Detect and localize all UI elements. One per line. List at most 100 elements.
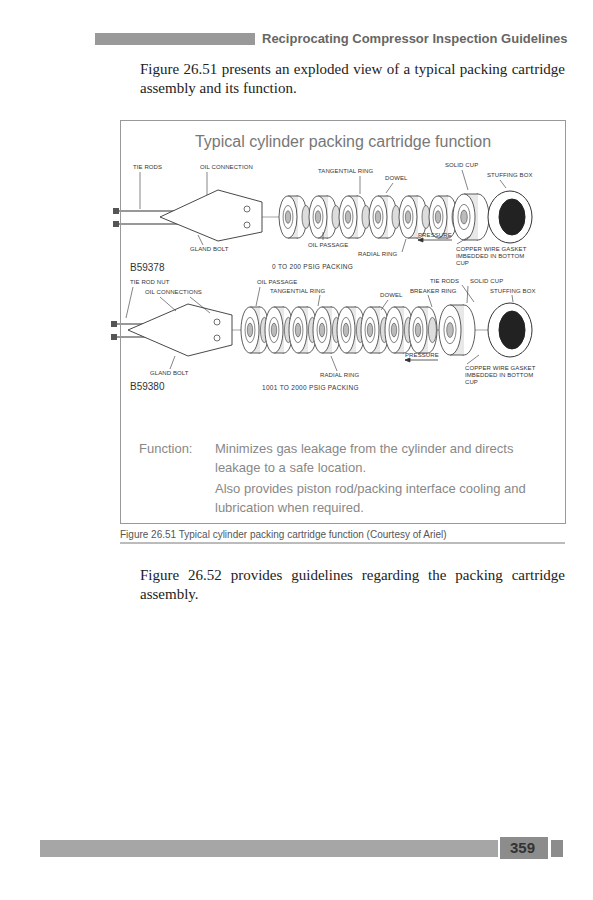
packing-cup-bore <box>367 323 372 337</box>
page-number: 359 <box>510 839 535 856</box>
packing-cup-ring <box>245 317 255 342</box>
part-label: DOWEL <box>380 292 403 299</box>
part-label: STUFFING BOX <box>490 288 536 295</box>
packing-cup-face <box>409 307 427 353</box>
stuffing-box <box>488 303 532 357</box>
packing-cup-face <box>339 196 357 238</box>
packing-ring <box>428 317 436 342</box>
solid-cup-ring <box>458 204 470 229</box>
tie-rod-nut <box>113 221 119 227</box>
packing-cup-face <box>313 307 331 353</box>
drawing-number: B59380 <box>130 381 164 392</box>
part-label: SOLID CUP <box>470 278 503 285</box>
part-label: TIE RODS <box>430 278 459 285</box>
packing-cup-face <box>361 307 379 353</box>
stuffing-box-bore <box>499 199 525 235</box>
solid-cup <box>439 305 475 355</box>
part-label: TIE ROD NUT <box>130 279 169 286</box>
packing-cup-face <box>265 307 283 353</box>
packing-cup-bore <box>375 211 380 224</box>
gland-bolt-hole <box>244 222 250 228</box>
body-text: Figure 26.51 presents an exploded view o… <box>140 60 565 98</box>
caption-rule <box>120 543 565 544</box>
part-label: COPPER WIRE GASKET IMBEDDED IN BOTTOM CU… <box>465 365 543 386</box>
function-text: Also provides piston rod/packing interfa… <box>215 479 555 517</box>
packing-cup-face <box>399 196 417 238</box>
packing-parts <box>111 190 532 357</box>
drawing-subtitle: 0 TO 200 PSIG PACKING <box>272 263 353 270</box>
leader-lines <box>126 170 513 371</box>
gland-bolt-hole <box>214 319 220 325</box>
gland-bolt-hole <box>214 335 220 341</box>
part-label: RADIAL RING <box>358 251 397 258</box>
packing-cup-bore <box>285 211 290 224</box>
packing-cup-bore <box>315 211 320 224</box>
part-label: OIL PASSAGE <box>257 279 297 286</box>
packing-cup-ring <box>313 205 323 228</box>
drawing-number: B59378 <box>130 262 164 273</box>
packing-cup-bore <box>415 323 420 337</box>
packing-cup-ring <box>317 317 327 342</box>
packing-cup-face <box>289 307 307 353</box>
stuffing-box-outer <box>488 191 532 243</box>
function-text: Minimizes gas leakage from the cylinder … <box>215 439 555 477</box>
page-number-block <box>500 837 548 859</box>
footer-bar <box>40 840 498 857</box>
packing-cup-ring <box>413 317 423 342</box>
part-label: BREAKER RING <box>410 288 457 295</box>
packing-cup-face <box>309 196 327 238</box>
packing-cup-bore <box>271 323 276 337</box>
packing-cup-face <box>241 307 259 353</box>
header-bar <box>95 33 255 45</box>
solid-cup-bore <box>447 323 454 338</box>
packing-cup-face <box>429 196 447 238</box>
part-label: RADIAL RING <box>320 372 359 379</box>
gland-bolt-hole <box>244 206 250 212</box>
part-label: OIL CONNECTION <box>200 164 253 171</box>
footer-block <box>551 840 563 857</box>
stuffing-box-bore <box>499 311 525 349</box>
tie-rod-nut <box>111 321 117 327</box>
figure-title: Typical cylinder packing cartridge funct… <box>121 133 565 151</box>
packing-cup-bore <box>345 211 350 224</box>
packing-cup-ring <box>365 317 375 342</box>
solid-cup-ring <box>444 316 456 344</box>
packing-cup-ring <box>341 317 351 342</box>
packing-cup-bore <box>319 323 324 337</box>
packing-cup-face <box>337 307 355 353</box>
tie-rod-nut <box>113 208 119 214</box>
part-label: OIL PASSAGE <box>308 242 348 249</box>
packing-cup-bore <box>247 323 252 337</box>
solid-cup-bore <box>461 210 468 224</box>
drawing-subtitle: 1001 TO 2000 PSIG PACKING <box>262 384 359 391</box>
solid-cup-face <box>453 194 475 240</box>
gland <box>128 304 232 356</box>
body-text: Figure 26.52 provides guidelines regardi… <box>140 566 565 604</box>
packing-cup-ring <box>283 205 293 228</box>
part-label: DOWEL <box>385 175 408 182</box>
pressure-arrows <box>405 238 452 362</box>
part-label: GLAND BOLT <box>190 246 229 253</box>
packing-cup-bore <box>405 211 410 224</box>
part-label: GLAND BOLT <box>150 370 189 377</box>
packing-cup-ring <box>403 205 413 228</box>
gland <box>160 190 262 241</box>
part-label: TIE RODS <box>133 164 162 171</box>
packing-cup-bore <box>391 323 396 337</box>
packing-cup-bore <box>343 323 348 337</box>
packing-cup-face <box>385 307 403 353</box>
packing-cup-face <box>369 196 387 238</box>
part-label: COPPER WIRE GASKET IMBEDDED IN BOTTOM CU… <box>456 246 534 267</box>
packing-cup-ring <box>343 205 353 228</box>
part-label: SOLID CUP <box>445 162 478 169</box>
solid-cup-face <box>439 305 461 355</box>
part-label: TANGENTIAL RING <box>270 288 325 295</box>
tie-rod-nut <box>111 334 117 340</box>
function-heading: Function: <box>139 439 219 458</box>
packing-cup <box>409 307 437 353</box>
part-label: TANGENTIAL RING <box>318 168 373 175</box>
figure-frame: Typical cylinder packing cartridge funct… <box>120 120 566 524</box>
figure-caption: Figure 26.51 Typical cylinder packing ca… <box>120 529 447 540</box>
part-label: OIL CONNECTIONS <box>145 289 202 296</box>
